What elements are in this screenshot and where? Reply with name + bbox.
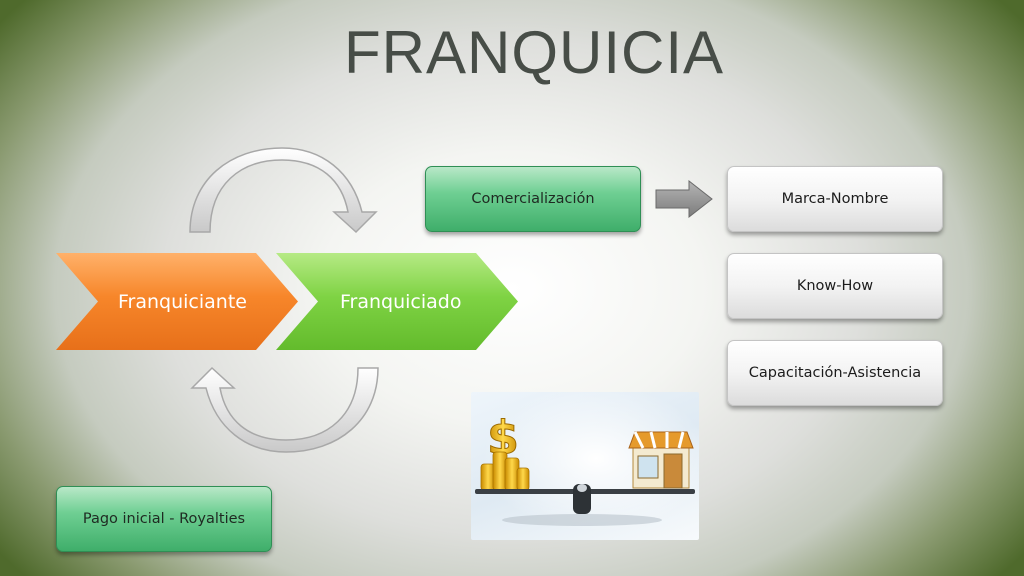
box-marca-nombre: Marca-Nombre (727, 166, 943, 232)
right-arrow-icon (655, 180, 713, 218)
chevron-franquiciado-label: Franquiciado (340, 290, 462, 313)
box-pago-royalties: Pago inicial - Royalties (56, 486, 272, 552)
box-capacitacion-asistencia: Capacitación-Asistencia (727, 340, 943, 406)
money-store-balance-icon: $ (471, 392, 699, 540)
slide-title: FRANQUICIA (343, 19, 725, 86)
box-comercializacion: Comercialización (425, 166, 641, 232)
box-know-how: Know-How (727, 253, 943, 319)
circular-arrow-bottom-icon (190, 366, 379, 453)
chevron-franquiciante-label: Franquiciante (118, 290, 247, 313)
circular-arrow-top-icon (189, 147, 378, 234)
